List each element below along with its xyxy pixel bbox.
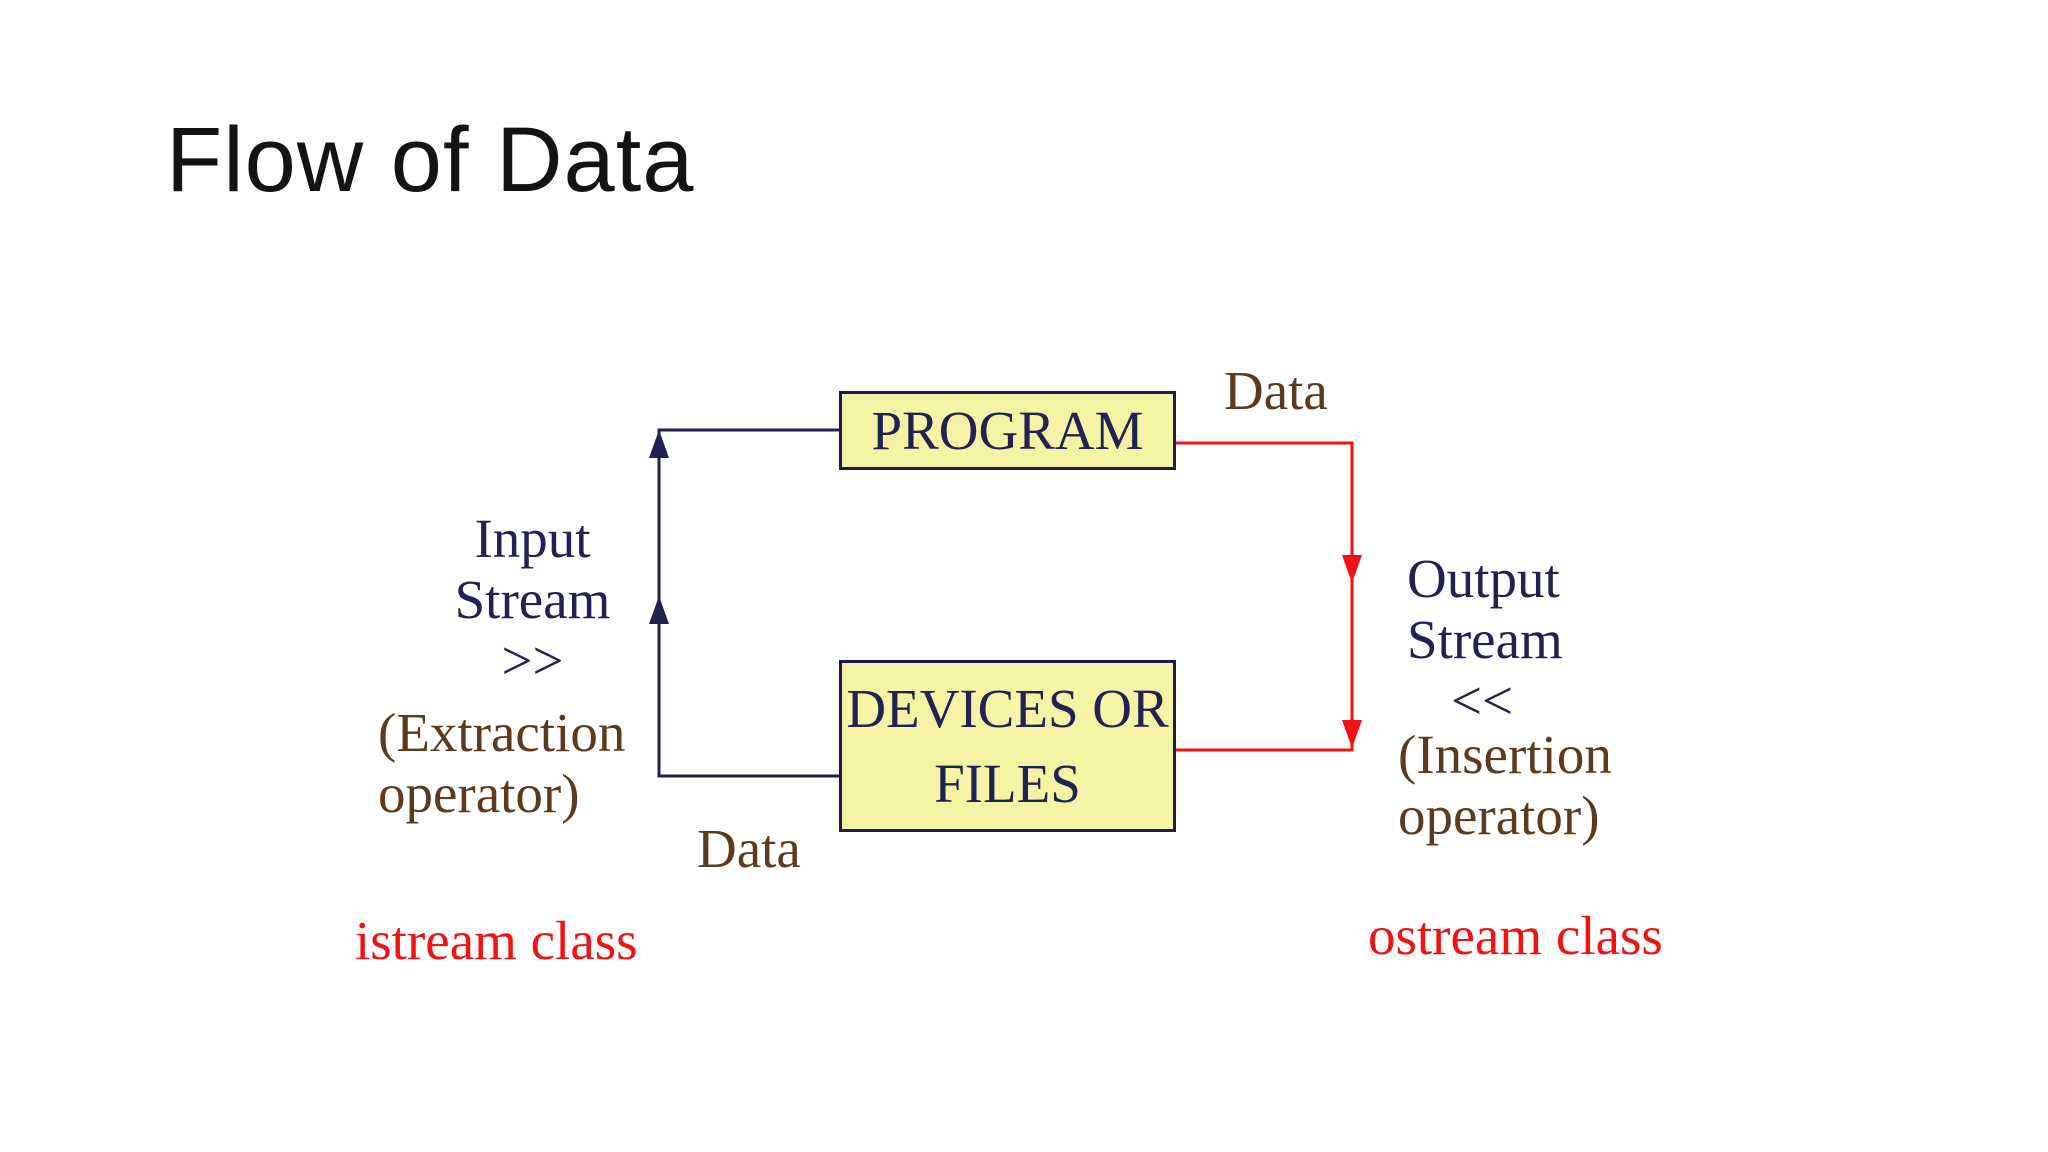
devices-box-label-line1: DEVICES OR: [846, 678, 1169, 739]
output-stream-label-line2: Stream: [1407, 609, 1563, 670]
program-box-label: PROGRAM: [871, 400, 1144, 461]
input-stream-line: [657, 428, 839, 778]
devices-box-label-line2: FILES: [934, 753, 1081, 814]
input-stream-arrowhead-top-icon: [649, 430, 669, 458]
extraction-label-line1: (Extraction: [378, 702, 626, 763]
ostream-class-label: ostream class: [1368, 905, 1663, 966]
input-stream-label: Input Stream >>: [405, 508, 660, 691]
output-stream-label: Output Stream <<: [1407, 548, 1563, 731]
program-box: PROGRAM: [839, 391, 1176, 470]
extraction-operator-label: (Extraction operator): [378, 702, 625, 824]
output-stream-line: [1176, 441, 1354, 752]
data-label-top: Data: [1224, 360, 1328, 421]
devices-or-files-box: DEVICES OR FILES: [839, 660, 1176, 832]
output-stream-arrowhead-bottom-icon: [1342, 720, 1362, 748]
slide-title: Flow of Data: [166, 109, 695, 211]
extraction-operator-symbol: >>: [501, 630, 564, 691]
insertion-operator-label: (Insertion operator): [1398, 724, 1612, 846]
input-stream-label-line2: Stream: [454, 569, 611, 630]
input-stream-arrow: [649, 428, 839, 778]
output-stream-arrowhead-mid-icon: [1342, 555, 1362, 583]
insertion-label-line1: (Insertion: [1398, 724, 1612, 785]
insertion-operator-symbol: <<: [1450, 670, 1514, 731]
input-stream-label-line1: Input: [474, 508, 591, 569]
output-stream-label-line1: Output: [1407, 548, 1560, 609]
insertion-label-line2: operator): [1398, 785, 1600, 846]
istream-class-label: istream class: [355, 910, 638, 971]
extraction-label-line2: operator): [378, 763, 580, 824]
input-stream-arrowhead-mid-icon: [649, 596, 669, 624]
data-label-bottom: Data: [697, 818, 801, 879]
output-stream-arrow: [1176, 441, 1362, 752]
